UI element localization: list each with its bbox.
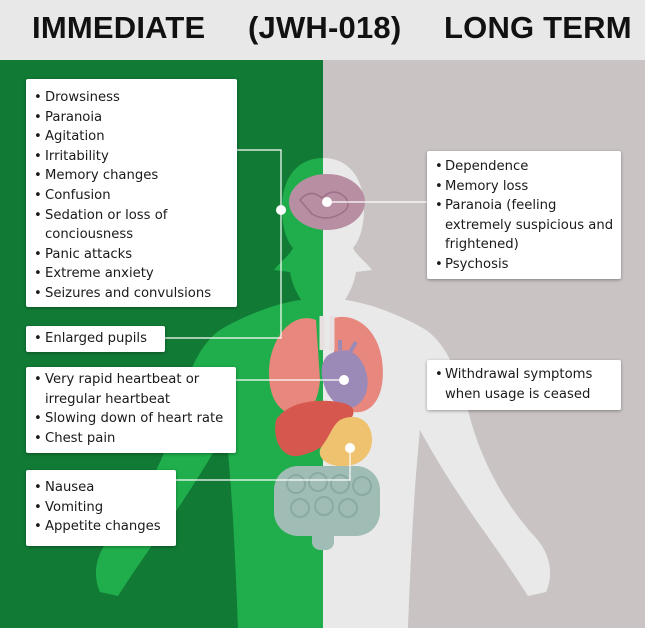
immediate-heart-effects-box: Very rapid heartbeat or irregular heartb… [26,367,236,453]
intestine-coils [286,472,372,518]
list-item: Vomiting [34,498,170,518]
long-term-mental-effects-box: Dependence Memory loss Paranoia (feeling… [427,151,621,279]
list-item: Drowsiness [34,88,231,108]
connector-dots [276,197,355,453]
immediate-digestive-effects-box: Nausea Vomiting Appetite changes [26,470,176,546]
list-item: Chest pain [34,429,230,449]
list-item: Paranoia (feeling extremely suspicious a… [435,196,615,255]
list-item: Agitation [34,127,231,147]
list-item: Memory changes [34,166,231,186]
connector-lines [165,149,427,481]
liver [275,400,354,457]
list-item: Irritability [34,147,231,167]
list-item: Appetite changes [34,517,170,537]
list-item: Seizures and convulsions [34,284,231,304]
title-drug-name: (JWH-018) [248,10,402,45]
list-item: Panic attacks [34,245,231,265]
list-item: Nausea [34,478,170,498]
list-item: Dependence [435,157,615,177]
header-bar: IMMEDIATE (JWH-018) LONG TERM [0,0,645,60]
list-item: Enlarged pupils [34,329,159,349]
list-item: Paranoia [34,108,231,128]
immediate-pupils-box: Enlarged pupils [26,326,165,352]
title-long-term: LONG TERM [444,10,632,45]
list-item: Very rapid heartbeat or irregular heartb… [34,370,230,409]
long-term-withdrawal-box: Withdrawal symptoms when usage is ceased [427,360,621,410]
list-item: Confusion [34,186,231,206]
stomach [319,416,372,467]
list-item: Psychosis [435,255,615,275]
list-item: Extreme anxiety [34,264,231,284]
list-item: Withdrawal symptoms when usage is ceased [435,365,615,404]
list-item: Sedation or loss of conciousness [34,206,231,245]
list-item: Slowing down of heart rate [34,409,230,429]
title-immediate: IMMEDIATE [32,10,206,45]
list-item: Memory loss [435,177,615,197]
immediate-general-effects-box: Drowsiness Paranoia Agitation Irritabili… [26,79,237,307]
